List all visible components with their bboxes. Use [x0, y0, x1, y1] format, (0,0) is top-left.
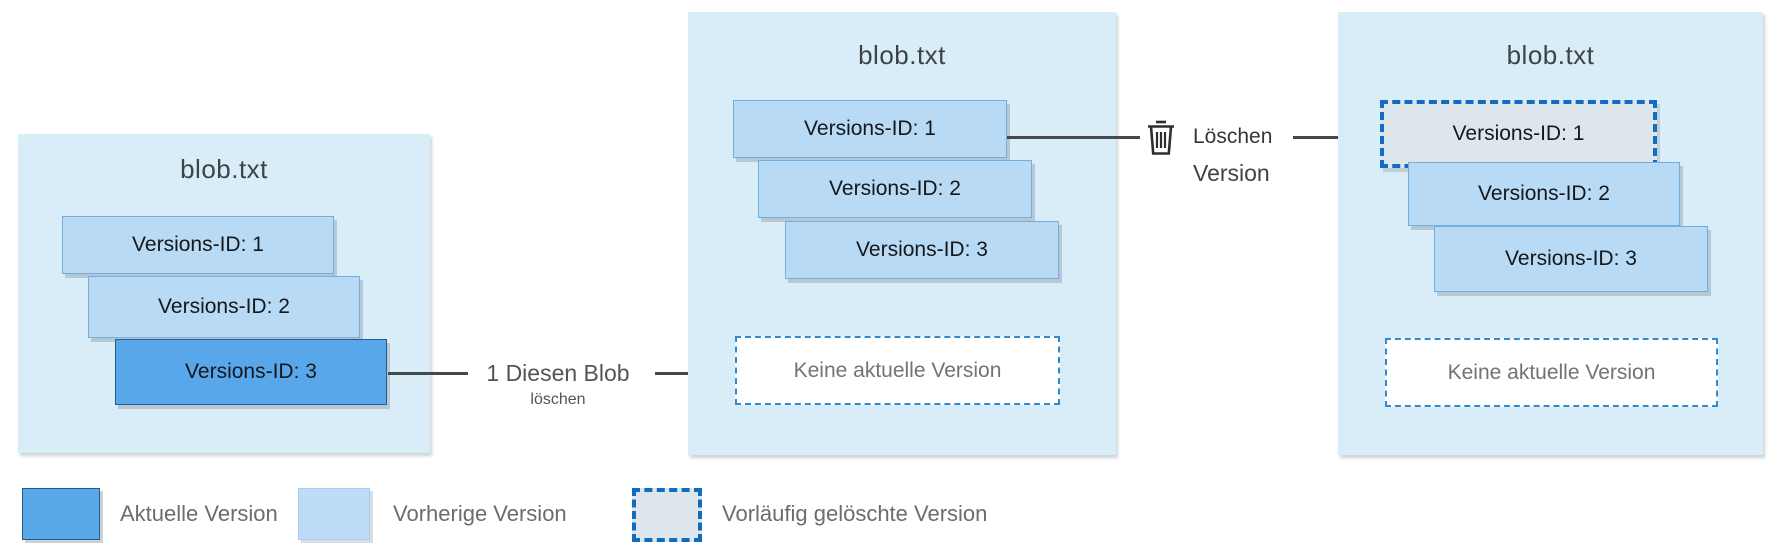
step-delete-blob-label: 1 Diesen Blob: [486, 360, 630, 386]
delete-version-sublabel: Version: [1193, 160, 1270, 186]
step-delete-blob-sublabel: löschen: [530, 391, 586, 408]
arrow-line: [388, 372, 468, 375]
legend-label-previous: Vorherige Version: [393, 501, 567, 526]
arrow-line: [1007, 136, 1140, 139]
blob-title: blob.txt: [1506, 40, 1595, 70]
version-box-soft-deleted: Versions-ID: 1: [1380, 100, 1657, 168]
version-box-previous: Versions-ID: 3: [1434, 226, 1708, 292]
version-box-soft-deleted-label: Versions-ID: 1: [1380, 100, 1657, 168]
no-current-version-box: Keine aktuelle Version: [1385, 338, 1718, 407]
version-box-previous: Versions-ID: 2: [1408, 162, 1680, 226]
legend-swatch-soft-deleted-fill: [632, 488, 702, 542]
version-box-previous: Versions-ID: 2: [758, 160, 1032, 218]
legend-swatch-previous: [298, 488, 370, 540]
delete-version-label: Löschen: [1193, 125, 1273, 148]
no-current-version-box: Keine aktuelle Version: [735, 336, 1060, 405]
arrow-line: [655, 372, 719, 375]
legend-label-current: Aktuelle Version: [120, 501, 278, 526]
legend-swatch-current: [22, 488, 100, 540]
trash-icon: [1148, 120, 1174, 155]
legend-swatch-soft-deleted: [632, 488, 702, 542]
legend-label-soft-deleted: Vorläufig gelöschte Version: [722, 501, 988, 526]
blob-title: blob.txt: [858, 40, 946, 70]
version-box-previous: Versions-ID: 1: [62, 216, 334, 274]
version-box-previous: Versions-ID: 1: [733, 100, 1007, 158]
blob-title: blob.txt: [180, 154, 268, 184]
version-box-previous: Versions-ID: 3: [785, 221, 1059, 279]
arrow-line: [1293, 136, 1365, 139]
version-box-current: Versions-ID: 3: [115, 339, 387, 405]
version-box-previous: Versions-ID: 2: [88, 276, 360, 338]
